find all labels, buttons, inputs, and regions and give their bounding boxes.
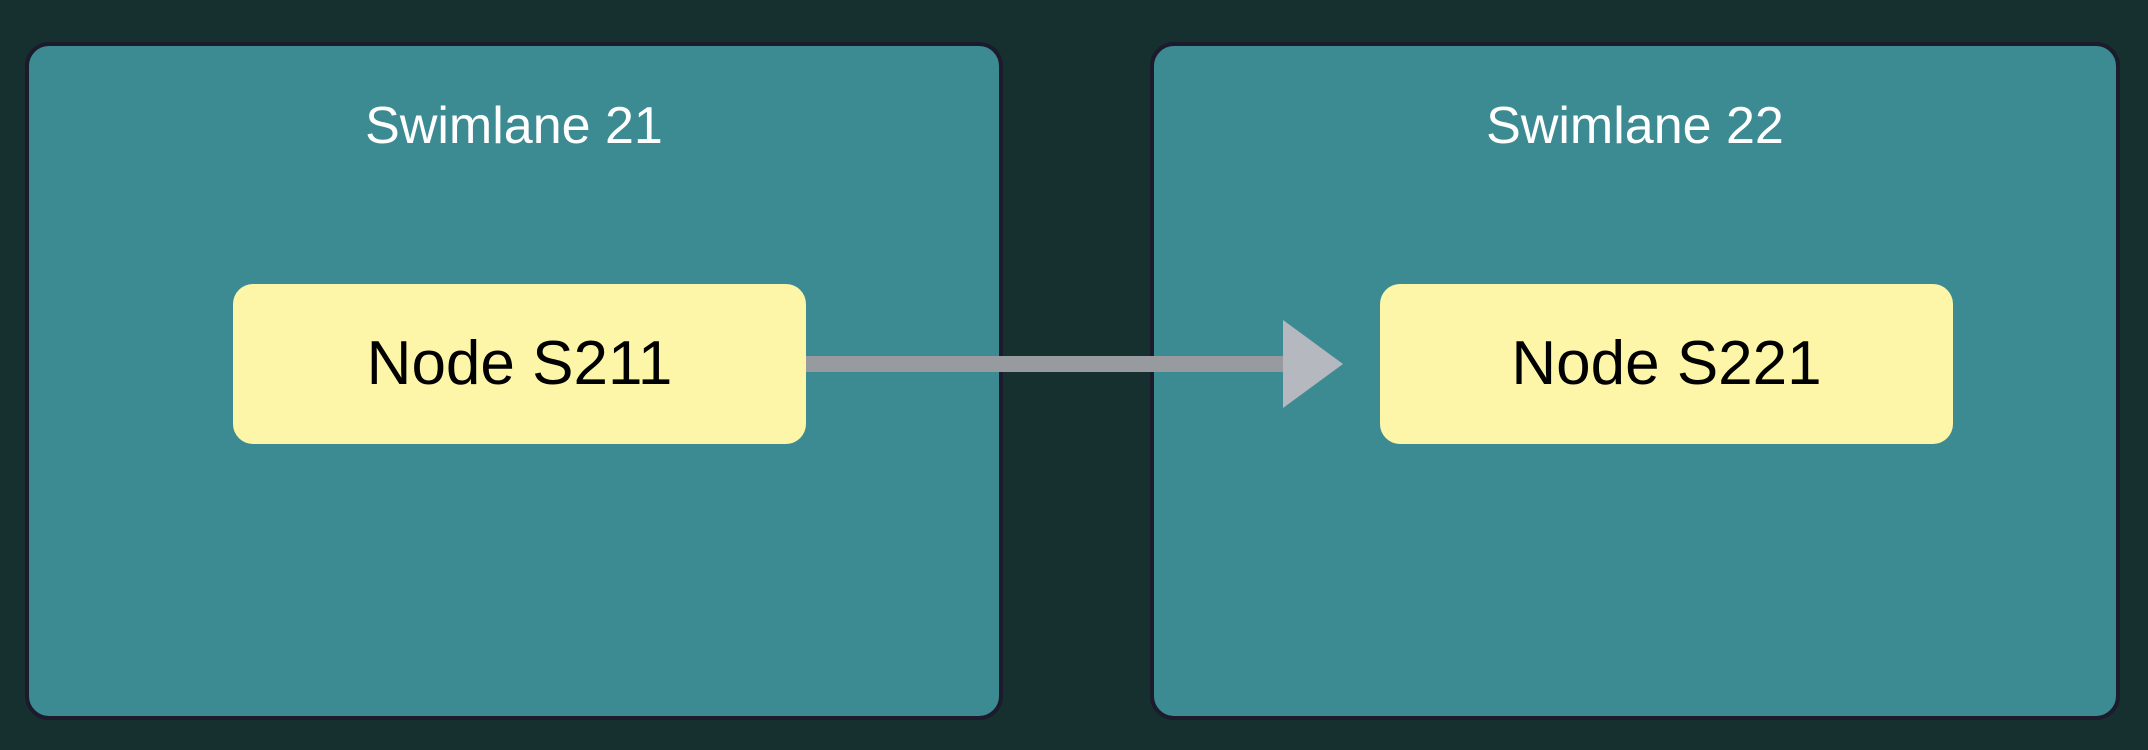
node-s221[interactable]: Node S221 xyxy=(1380,284,1953,444)
node-s211-label: Node S211 xyxy=(366,329,673,398)
swimlane-21-title: Swimlane 21 xyxy=(365,97,663,155)
node-s221-label: Node S221 xyxy=(1511,329,1822,398)
swimlane-22-title: Swimlane 22 xyxy=(1486,97,1784,155)
node-s211[interactable]: Node S211 xyxy=(233,284,806,444)
